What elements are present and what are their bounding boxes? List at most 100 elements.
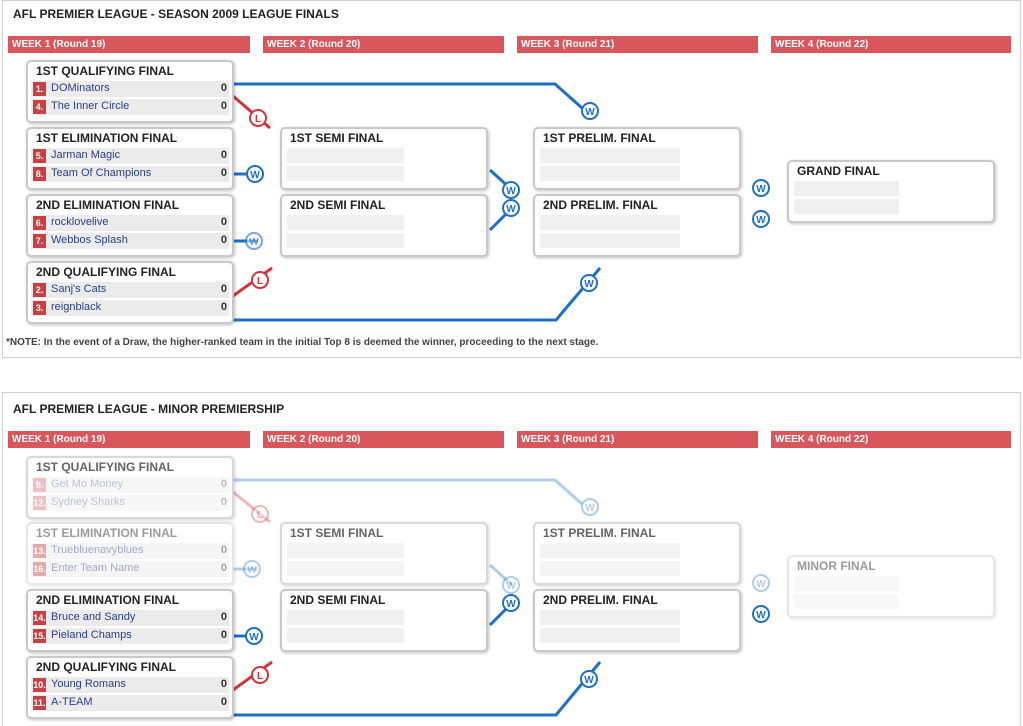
team-score: 0 xyxy=(220,216,227,228)
draw-note: *NOTE: In the event of a Draw, the highe… xyxy=(6,337,599,348)
match-title: 2ND PRELIM. FINAL xyxy=(543,198,658,212)
team-name: Team Of Champions xyxy=(51,167,152,179)
team-score: 0 xyxy=(220,167,227,179)
prelim-final-2: 2ND PRELIM. FINAL xyxy=(533,194,741,257)
team-row[interactable]: 11. A-TEAM 0 xyxy=(31,695,229,711)
empty-slot xyxy=(287,148,404,163)
match-title: 1ST QUALIFYING FINAL xyxy=(36,460,174,474)
team-name: Pieland Champs xyxy=(51,629,132,641)
team-row[interactable]: 5. Jarman Magic 0 xyxy=(31,148,229,164)
win-icon: W xyxy=(581,498,599,516)
win-icon: W xyxy=(502,181,520,199)
panel-title: AFL PREMIER LEAGUE - SEASON 2009 LEAGUE … xyxy=(13,7,339,21)
seed-badge: 6. xyxy=(33,216,46,230)
match-title: 2ND ELIMINATION FINAL xyxy=(36,198,180,212)
team-name: DOMinators xyxy=(51,82,110,94)
semi-final-1: 1ST SEMI FINAL xyxy=(280,522,488,585)
empty-slot xyxy=(540,543,680,558)
seed-badge: 10. xyxy=(33,678,46,692)
win-icon: W xyxy=(752,210,770,228)
team-name: rocklovelive xyxy=(51,216,109,228)
elimination-final-1: 1ST ELIMINATION FINAL 5. Jarman Magic 0 … xyxy=(26,127,234,190)
empty-slot xyxy=(287,561,404,576)
team-row[interactable]: 2. Sanj's Cats 0 xyxy=(31,282,229,298)
team-name: Jarman Magic xyxy=(51,149,121,161)
svg-text:W: W xyxy=(249,632,259,643)
team-row[interactable]: 12. Sydney Sharks 0 xyxy=(31,495,229,511)
team-row[interactable]: 8. Team Of Champions 0 xyxy=(31,166,229,182)
loss-icon: L xyxy=(251,666,269,684)
team-row[interactable]: 6. rocklovelive 0 xyxy=(31,215,229,231)
match-title: 2ND QUALIFYING FINAL xyxy=(36,265,176,279)
match-title: 1ST ELIMINATION FINAL xyxy=(36,131,178,145)
team-row[interactable]: 4. The Inner Circle 0 xyxy=(31,99,229,115)
seed-badge: 15. xyxy=(33,629,46,643)
team-score: 0 xyxy=(220,544,227,556)
seed-badge: 11. xyxy=(33,696,46,710)
empty-slot xyxy=(540,610,680,625)
empty-slot xyxy=(287,543,404,558)
team-name: Sanj's Cats xyxy=(51,283,107,295)
team-score: 0 xyxy=(220,478,227,490)
seed-badge: 5. xyxy=(33,149,46,163)
svg-text:W: W xyxy=(756,610,766,621)
win-icon: W xyxy=(502,594,520,612)
win-icon: W xyxy=(752,179,770,197)
minor-final: MINOR FINAL xyxy=(787,555,995,618)
sf1-winner-line xyxy=(488,563,514,587)
week-4-header: WEEK 4 (Round 22) xyxy=(771,36,1011,53)
match-title: 1ST QUALIFYING FINAL xyxy=(36,64,174,78)
empty-slot xyxy=(794,181,899,196)
match-title: 2ND ELIMINATION FINAL xyxy=(36,593,180,607)
team-name: Webbos Splash xyxy=(51,234,128,246)
team-score: 0 xyxy=(220,611,227,623)
team-score: 0 xyxy=(220,562,227,574)
team-row[interactable]: 1. DOMinators 0 xyxy=(31,81,229,97)
loss-icon: L xyxy=(251,505,269,523)
team-row[interactable]: 9. Get Mo Money 0 xyxy=(31,477,229,493)
win-icon: W xyxy=(243,560,261,578)
empty-slot xyxy=(540,561,680,576)
prelim-final-1: 1ST PRELIM. FINAL xyxy=(533,127,741,190)
win-icon: W xyxy=(245,627,263,645)
qf1-winner-line xyxy=(233,82,583,110)
team-row[interactable]: 7. Webbos Splash 0 xyxy=(31,233,229,249)
empty-slot xyxy=(287,628,404,643)
team-name: A-TEAM xyxy=(51,696,93,708)
elimination-final-2: 2ND ELIMINATION FINAL 14. Bruce and Sand… xyxy=(26,589,234,652)
team-row[interactable]: 15. Pieland Champs 0 xyxy=(31,628,229,644)
week-2-header: WEEK 2 (Round 20) xyxy=(263,431,504,448)
svg-text:W: W xyxy=(250,170,260,181)
seed-badge: 13. xyxy=(33,544,46,558)
svg-text:W: W xyxy=(584,279,594,290)
team-name: Bruce and Sandy xyxy=(51,611,136,623)
week-1-header: WEEK 1 (Round 19) xyxy=(8,431,250,448)
grand-final: GRAND FINAL xyxy=(787,160,995,223)
team-score: 0 xyxy=(220,82,227,94)
qualifying-final-1: 1ST QUALIFYING FINAL 9. Get Mo Money 0 1… xyxy=(26,456,234,519)
seed-badge: 8. xyxy=(33,167,46,181)
team-row[interactable]: 10. Young Romans 0 xyxy=(31,677,229,693)
svg-text:W: W xyxy=(756,184,766,195)
match-title: 1ST PRELIM. FINAL xyxy=(543,131,656,145)
seed-badge: 12. xyxy=(33,496,46,510)
team-score: 0 xyxy=(220,678,227,690)
empty-slot xyxy=(540,148,680,163)
prelim-final-1: 1ST PRELIM. FINAL xyxy=(533,522,741,585)
team-row[interactable]: 13. Truebluenavyblues 0 xyxy=(31,543,229,559)
match-title: MINOR FINAL xyxy=(797,559,876,573)
empty-slot xyxy=(794,199,899,214)
empty-slot xyxy=(540,628,680,643)
team-row[interactable]: 14. Bruce and Sandy 0 xyxy=(31,610,229,626)
team-score: 0 xyxy=(220,301,227,313)
team-score: 0 xyxy=(220,496,227,508)
svg-text:L: L xyxy=(257,510,263,521)
win-icon: W xyxy=(752,574,770,592)
week-1-header: WEEK 1 (Round 19) xyxy=(8,36,250,53)
win-icon: W xyxy=(580,670,598,688)
team-row[interactable]: 16. Enter Team Name 0 xyxy=(31,561,229,577)
team-row[interactable]: 3. reignblack 0 xyxy=(31,300,229,316)
match-title: 1ST SEMI FINAL xyxy=(290,526,384,540)
team-score: 0 xyxy=(220,149,227,161)
win-icon: W xyxy=(581,102,599,120)
